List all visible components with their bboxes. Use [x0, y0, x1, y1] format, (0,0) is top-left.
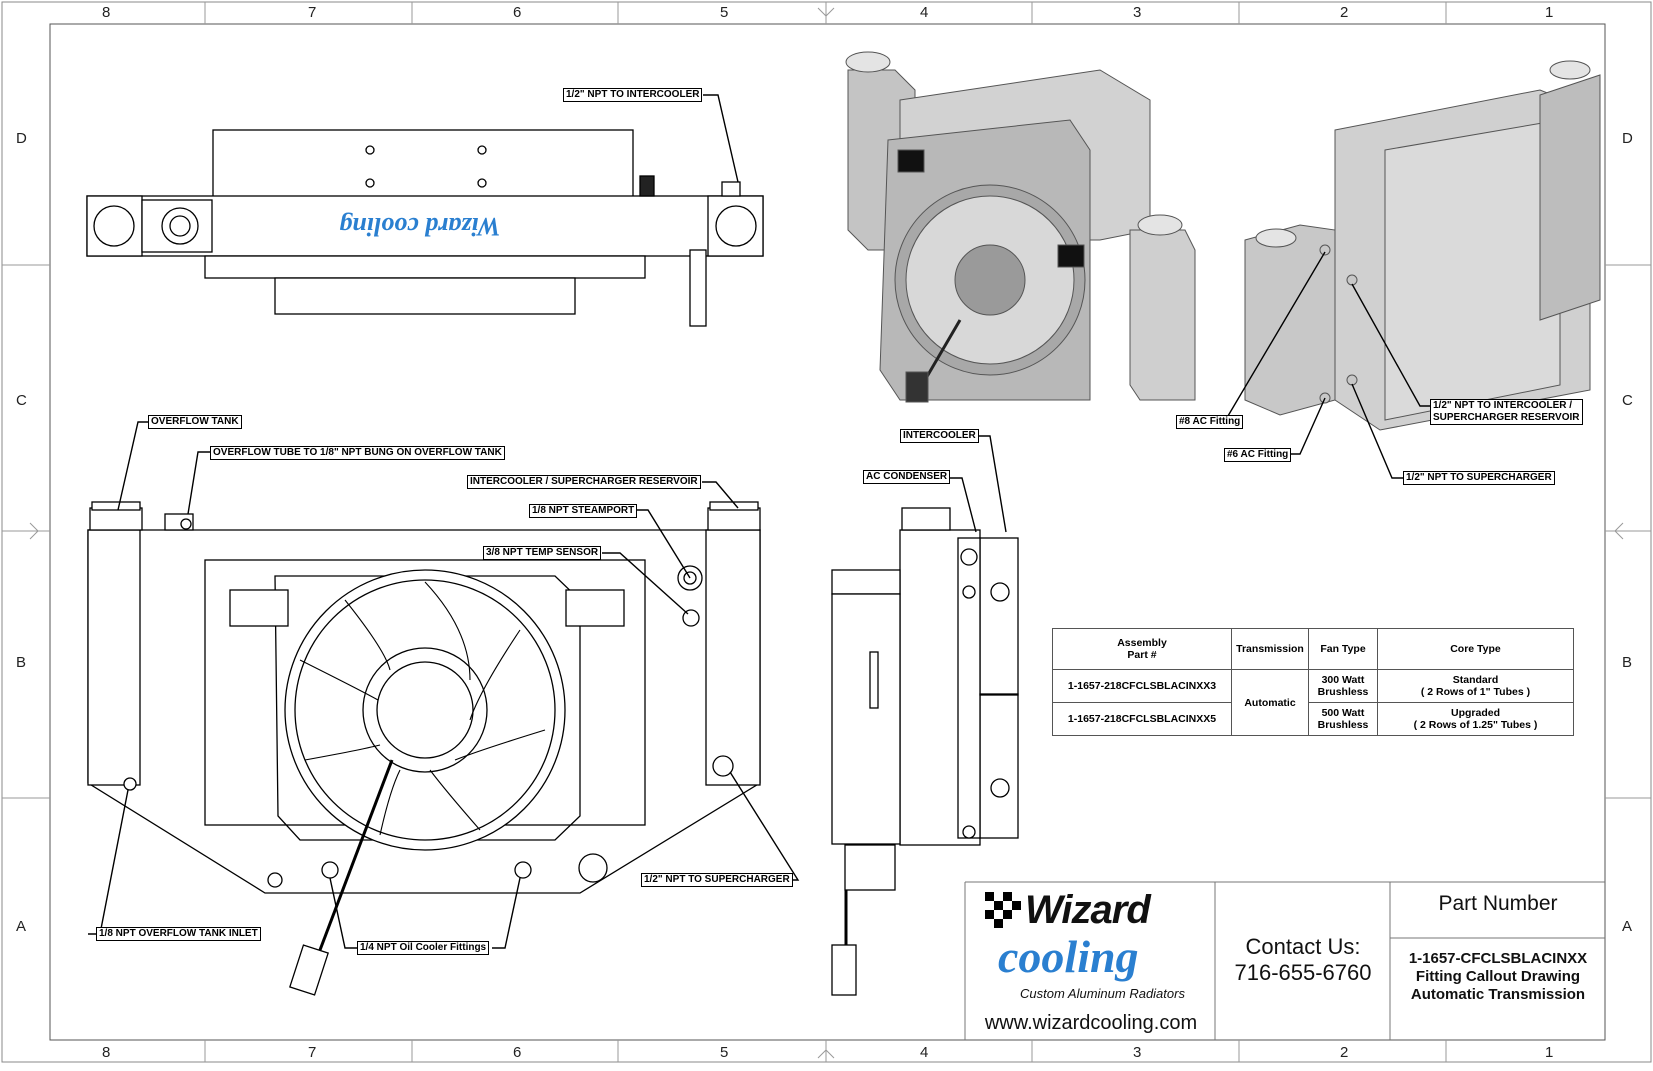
logo-checker — [985, 892, 1021, 928]
core-line2: ( 2 Rows of 1.25" Tubes ) — [1413, 719, 1538, 731]
spec-header-row: Assembly Part # Transmission Fan Type Co… — [1052, 628, 1574, 670]
zone-column-label: 3 — [1133, 4, 1142, 21]
top-view — [86, 129, 764, 327]
front-view — [87, 501, 761, 996]
callout-npt-intercooler-res: 1/2" NPT TO INTERCOOLER / SUPERCHARGER R… — [1430, 399, 1583, 425]
fan-cell: 500 Watt Brushless — [1308, 702, 1378, 736]
zone-column-label: 3 — [1133, 1044, 1142, 1061]
zone-column-label: 2 — [1340, 4, 1349, 21]
zone-column-label: 2 — [1340, 1044, 1349, 1061]
top-view-logo: Wizard cooling — [339, 212, 501, 241]
callout-ac6: #6 AC Fitting — [1224, 448, 1292, 462]
zone-row-label: D — [1622, 130, 1633, 147]
header-assembly-line1: Assembly — [1117, 637, 1167, 649]
description-line1: Fitting Callout Drawing — [1415, 968, 1581, 985]
zone-column-label: 8 — [102, 4, 111, 21]
header-core-type: Core Type — [1377, 628, 1574, 670]
part-number-label: Part Number — [1438, 892, 1558, 915]
header-assembly-line2: Part # — [1127, 649, 1157, 661]
logo-cooling: cooling — [998, 931, 1139, 982]
side-view — [831, 507, 1019, 996]
fan-line1: 300 Watt — [1321, 674, 1365, 686]
core-cell: Upgraded ( 2 Rows of 1.25" Tubes ) — [1377, 702, 1574, 736]
zone-row-label: C — [16, 392, 27, 409]
zone-column-label: 5 — [720, 1044, 729, 1061]
fan-line1: 500 Watt — [1321, 707, 1365, 719]
logo-wizard: Wizard — [1025, 888, 1151, 932]
website[interactable]: www.wizardcooling.com — [984, 1012, 1198, 1034]
zone-row-label: B — [1622, 654, 1633, 671]
zone-row-label: B — [16, 654, 27, 671]
callout-ac-condenser: AC CONDENSER — [863, 470, 951, 484]
zone-column-label: 1 — [1545, 1044, 1554, 1061]
core-line1: Upgraded — [1450, 707, 1500, 719]
header-assembly: Assembly Part # — [1052, 628, 1232, 670]
zone-column-label: 4 — [920, 1044, 929, 1061]
contact-label: Contact Us: — [1245, 934, 1361, 959]
fan-line2: Brushless — [1317, 686, 1369, 698]
fan-line2: Brushless — [1317, 719, 1369, 731]
callout-npt-intercooler-res-line1: 1/2" NPT TO INTERCOOLER / — [1433, 400, 1573, 411]
core-line1: Standard — [1452, 674, 1499, 686]
fan-blades — [299, 581, 546, 836]
drawing-frame — [49, 23, 1606, 1041]
table-row: 1-1657-218CFCLSBLACINXX3 Automatic 300 W… — [1052, 669, 1574, 736]
zone-column-label: 6 — [513, 4, 522, 21]
callout-steamport: 1/8 NPT STEAMPORT — [529, 504, 638, 518]
callout-npt-to-intercooler-top: 1/2" NPT TO INTERCOOLER — [563, 88, 703, 102]
zone-column-label: 1 — [1545, 4, 1554, 21]
iso-view-right — [1244, 60, 1601, 431]
zone-row-label: C — [1622, 392, 1633, 409]
callout-intercooler: INTERCOOLER — [900, 429, 979, 443]
title-block — [964, 881, 1605, 1040]
callout-npt-to-supercharger-iso: 1/2" NPT TO SUPERCHARGER — [1403, 471, 1555, 485]
table-row: 1-1657-218CFCLSBLACINXX5 500 Watt Brushl… — [1052, 702, 1574, 736]
callout-overflow-tube: OVERFLOW TUBE TO 1/8" NPT BUNG ON OVERFL… — [210, 446, 505, 460]
zone-column-label: 5 — [720, 4, 729, 21]
part-number: 1-1657-CFCLSBLACINXX — [1408, 950, 1588, 967]
core-line2: ( 2 Rows of 1" Tubes ) — [1420, 686, 1531, 698]
center-marks — [24, 2, 1631, 1062]
zone-row-label: A — [16, 918, 27, 935]
zone-column-label: 4 — [920, 4, 929, 21]
callout-temp-sensor: 3/8 NPT TEMP SENSOR — [483, 546, 602, 560]
callout-oil-cooler: 1/4 NPT Oil Cooler Fittings — [357, 941, 490, 955]
callout-reservoir: INTERCOOLER / SUPERCHARGER RESERVOIR — [467, 475, 701, 489]
part-cell: 1-1657-218CFCLSBLACINXX3 — [1052, 669, 1232, 703]
callout-overflow-inlet: 1/8 NPT OVERFLOW TANK INLET — [96, 927, 261, 941]
core-cell: Standard ( 2 Rows of 1" Tubes ) — [1377, 669, 1574, 703]
spec-table: Assembly Part # Transmission Fan Type Co… — [1052, 628, 1574, 736]
logo-tagline: Custom Aluminum Radiators — [1020, 986, 1185, 1001]
zone-column-label: 6 — [513, 1044, 522, 1061]
header-fan-type: Fan Type — [1308, 628, 1378, 670]
zone-row-label: A — [1622, 918, 1633, 935]
header-transmission: Transmission — [1231, 628, 1309, 670]
part-cell: 1-1657-218CFCLSBLACINXX5 — [1052, 702, 1232, 736]
callout-npt-intercooler-res-line2: SUPERCHARGER RESERVOIR — [1433, 412, 1580, 423]
fan-cell: 300 Watt Brushless — [1308, 669, 1378, 703]
callout-ac8: #8 AC Fitting — [1176, 415, 1244, 429]
callout-npt-to-supercharger-front: 1/2" NPT TO SUPERCHARGER — [641, 873, 793, 887]
zone-column-label: 7 — [308, 1044, 317, 1061]
callout-overflow-tank: OVERFLOW TANK — [148, 415, 242, 429]
zone-column-label: 7 — [308, 4, 317, 21]
zone-column-label: 8 — [102, 1044, 111, 1061]
zone-row-label: D — [16, 130, 27, 147]
iso-view-left — [845, 51, 1196, 403]
transmission-cell: Automatic — [1231, 669, 1309, 736]
phone-number[interactable]: 716-655-6760 — [1234, 960, 1372, 985]
description-line2: Automatic Transmission — [1410, 986, 1586, 1003]
